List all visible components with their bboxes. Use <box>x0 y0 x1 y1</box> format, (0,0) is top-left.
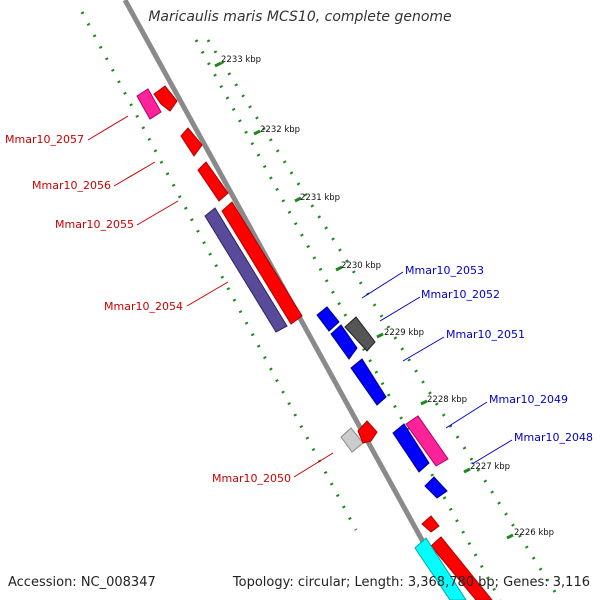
kbp-label: 2227 kbp <box>470 462 510 472</box>
guide-line-right <box>206 39 562 600</box>
accession-text: Accession: NC_008347 <box>8 575 156 590</box>
gene-feature-mmar10-2057-red <box>153 85 178 112</box>
kbp-label: 2232 kbp <box>260 125 300 135</box>
leader-line-mmar10-2054 <box>186 281 229 307</box>
gene-feature-mmar10-2053 <box>316 306 340 332</box>
leader-line-mmar10-2055 <box>136 200 179 226</box>
kbp-label: 2230 kbp <box>341 261 381 271</box>
right-leader-lines <box>361 271 513 465</box>
kbp-label: 2226 kbp <box>514 528 554 538</box>
gene-feature-mmar10-2048 <box>424 476 448 499</box>
gene-label-mmar10-2050: Mmar10_2050 <box>212 472 291 485</box>
leader-line-mmar10-2052 <box>379 296 421 322</box>
kbp-ticks <box>214 61 514 540</box>
gene-feature-mmar10-2056 <box>180 127 203 157</box>
gene-feature-mmar10-2051 <box>350 358 387 406</box>
leader-line-mmar10-2053 <box>361 271 404 299</box>
gene-label-mmar10-2049: Mmar10_2049 <box>489 393 568 406</box>
gene-feature-mmar10-2054-red <box>221 201 303 325</box>
left-gene-features <box>136 85 493 600</box>
gene-feature-mmar10-2054-purple <box>204 207 288 333</box>
leader-line-mmar10-2051 <box>402 336 445 362</box>
gene-feature-mmar10-2057-pink <box>136 88 162 120</box>
map-title: Maricaulis maris MCS10, complete genome <box>148 9 452 25</box>
right-gene-features <box>316 306 467 600</box>
kbp-tick <box>463 467 471 474</box>
kbp-tick <box>294 196 302 203</box>
kbp-tick <box>214 61 222 68</box>
kbp-label: 2233 kbp <box>221 55 261 65</box>
gene-feature-bottom-cyan <box>414 537 467 600</box>
kbp-tick <box>420 399 428 406</box>
gene-label-mmar10-2051: Mmar10_2051 <box>446 328 525 341</box>
gene-feature-mmar10-2049-pink <box>405 415 449 467</box>
gene-label-mmar10-2056: Mmar10_2056 <box>32 179 111 192</box>
kbp-label: 2231 kbp <box>300 193 340 203</box>
gene-label-mmar10-2055: Mmar10_2055 <box>55 218 134 231</box>
gene-feature-small-red <box>421 515 440 533</box>
kbp-tick <box>506 533 514 540</box>
right-gene-labels: Mmar10_2053 Mmar10_2052 Mmar10_2051 Mmar… <box>405 264 593 444</box>
left-gene-labels: Mmar10_2057 Mmar10_2056 Mmar10_2055 Mmar… <box>5 133 291 485</box>
gene-feature-mmar10-2049-blue <box>392 423 430 473</box>
leader-line-mmar10-2048 <box>471 439 513 465</box>
gene-label-mmar10-2057: Mmar10_2057 <box>5 133 84 146</box>
kbp-labels: 2233 kbp 2232 kbp 2231 kbp 2230 kbp 2229… <box>221 55 554 538</box>
left-leader-lines <box>87 115 334 478</box>
kbp-label: 2228 kbp <box>427 395 467 405</box>
leader-line-mmar10-2056 <box>113 161 156 187</box>
kbp-label: 2229 kbp <box>384 328 424 338</box>
gene-label-mmar10-2054: Mmar10_2054 <box>104 300 183 313</box>
leader-line-mmar10-2049 <box>445 401 488 429</box>
gene-feature-bottom-red <box>430 536 493 600</box>
gene-feature-mmar10-2052-gray <box>344 316 376 352</box>
gene-label-mmar10-2052: Mmar10_2052 <box>421 288 500 301</box>
topology-text: Topology: circular; Length: 3,368,780 bp… <box>232 575 590 590</box>
gene-feature-mmar10-2055 <box>197 161 229 202</box>
guide-line-center-left <box>194 39 502 600</box>
gene-label-mmar10-2053: Mmar10_2053 <box>405 264 484 277</box>
gene-feature-mmar10-2052-blue <box>330 324 358 360</box>
guide-line-left <box>80 11 358 531</box>
gene-label-mmar10-2048: Mmar10_2048 <box>514 431 593 444</box>
gene-feature-mmar10-2050-red <box>357 420 378 444</box>
kbp-tick <box>253 129 261 136</box>
kbp-tick <box>376 332 384 339</box>
kbp-tick <box>335 265 343 272</box>
leader-line-mmar10-2050 <box>293 452 334 478</box>
leader-line-mmar10-2057 <box>87 115 129 141</box>
